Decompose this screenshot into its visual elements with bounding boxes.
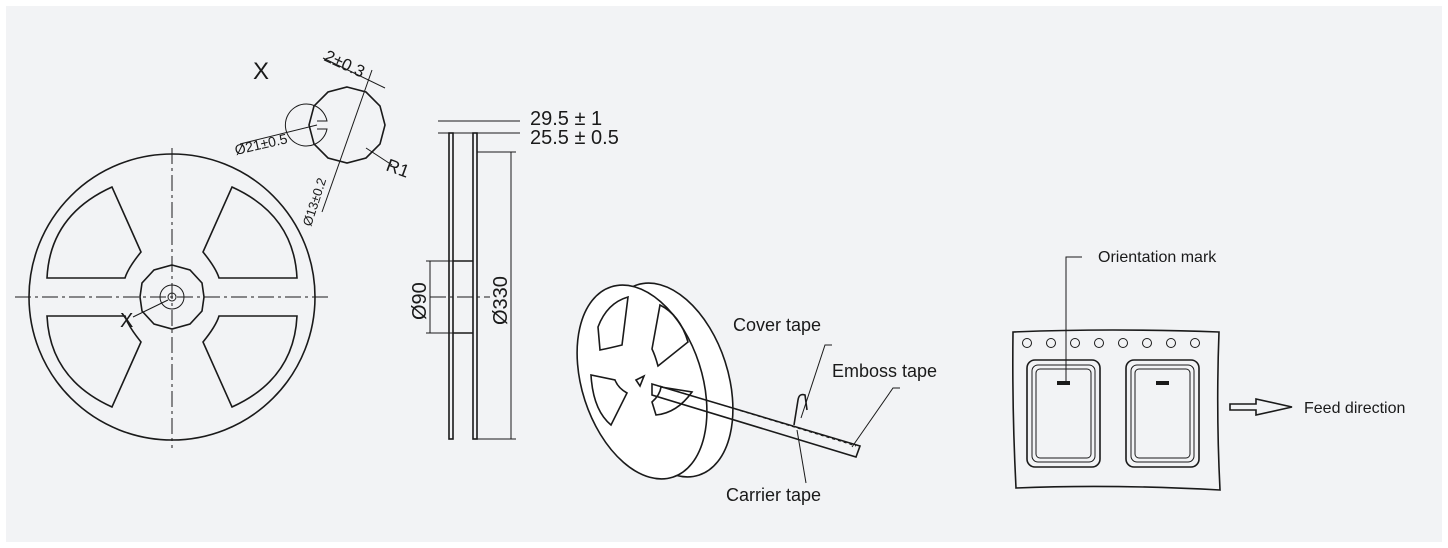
- reel-hub: [139, 264, 205, 330]
- pocket-inner: [1130, 364, 1195, 463]
- sprocket-hole: [1022, 338, 1032, 348]
- carrier-tape-outline: [1012, 329, 1221, 491]
- persp-window-3: [590, 374, 629, 427]
- dim-hub-dia: Ø90: [409, 282, 431, 320]
- pocket-1: [1026, 359, 1101, 468]
- reel-side-view: 29.5 ± 1 25.5 ± 0.5 Ø90 Ø330: [409, 108, 619, 440]
- detail-inner-bore: [284, 103, 328, 147]
- label-cover-tape: Cover tape: [733, 315, 821, 335]
- detail-leader: [132, 299, 169, 318]
- pocket-outer: [1026, 359, 1101, 468]
- reel-window-top-left: [46, 185, 142, 279]
- pocket-component: [1134, 368, 1191, 459]
- leader-orientation-mark: [1065, 256, 1082, 381]
- orientation-mark-1: [1057, 381, 1070, 385]
- reel-window-top-right: [202, 185, 298, 279]
- persp-window-1: [597, 295, 629, 351]
- detail-hub-outline: [308, 86, 386, 164]
- tape-strip: [651, 382, 862, 458]
- carrier-tape-view: Orientation mark Feed direction: [1012, 249, 1405, 491]
- pocket-2: [1125, 359, 1200, 468]
- reel-window-bottom-right: [202, 315, 298, 409]
- side-flange-right: [472, 132, 478, 440]
- label-carrier-tape: Carrier tape: [726, 485, 821, 505]
- leader-cover-tape: [800, 344, 832, 419]
- dim-reel-dia: Ø330: [490, 276, 512, 325]
- orientation-mark-2: [1156, 381, 1169, 385]
- dim-slot-width: 2±0.3: [321, 46, 367, 81]
- sprocket-hole: [1142, 338, 1152, 348]
- dim-width-outer: 29.5 ± 1: [530, 108, 602, 130]
- sprocket-holes: [1022, 338, 1200, 348]
- pocket-component: [1035, 368, 1092, 459]
- pocket-inner: [1031, 364, 1096, 463]
- reel-perspective-view: Cover tape Emboss tape Carrier tape: [576, 282, 937, 505]
- reel-front-view: X: [15, 148, 330, 448]
- pocket-outer: [1125, 359, 1200, 468]
- tape-pockets: [659, 385, 857, 447]
- dim-hub-inner: Ø13±0.2: [300, 176, 330, 228]
- persp-hub-mark: [634, 374, 646, 388]
- label-orientation-mark: Orientation mark: [1098, 249, 1217, 266]
- persp-window-2: [651, 303, 689, 368]
- sprocket-hole: [1094, 338, 1104, 348]
- dim-radius: R1: [384, 155, 412, 182]
- label-feed-direction: Feed direction: [1304, 400, 1405, 417]
- feed-arrow-icon: [1229, 398, 1293, 416]
- cover-tape-peel: [793, 393, 808, 426]
- dim-width-inner: 25.5 ± 0.5: [530, 127, 619, 149]
- sprocket-hole: [1190, 338, 1200, 348]
- dim-leader-radius: [365, 147, 393, 166]
- detail-x-view: X 2±0.3 Ø21±0.5 Ø13±0.2 R1: [233, 46, 412, 228]
- reel-window-bottom-left: [46, 315, 142, 409]
- detail-view-label: X: [253, 58, 269, 85]
- sprocket-hole: [1166, 338, 1176, 348]
- leader-emboss-tape: [851, 387, 900, 448]
- sprocket-hole: [1046, 338, 1056, 348]
- label-emboss-tape: Emboss tape: [832, 361, 937, 381]
- leader-carrier-tape: [796, 429, 807, 484]
- sprocket-hole: [1118, 338, 1128, 348]
- side-flange-left: [448, 132, 454, 440]
- sprocket-hole: [1070, 338, 1080, 348]
- dim-leader-slot: [322, 57, 386, 89]
- dim-leader-hub-outer: [239, 124, 318, 145]
- dim-leader-hub-inner: [321, 69, 373, 213]
- detail-marker-x: X: [120, 310, 133, 332]
- dim-hub-outer: Ø21±0.5: [233, 130, 289, 158]
